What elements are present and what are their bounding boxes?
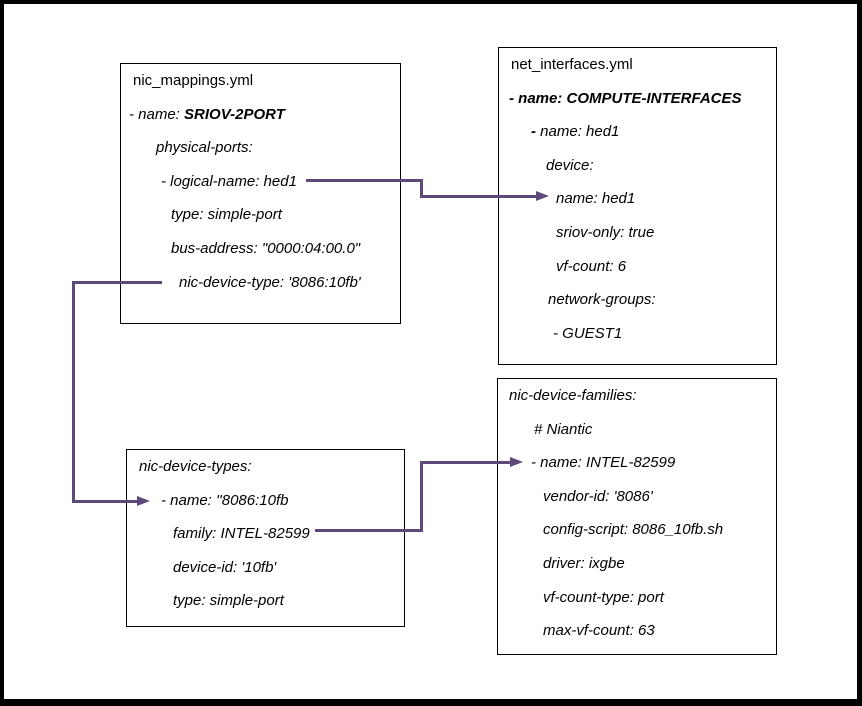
yaml-line: name: hed1 [499, 182, 776, 216]
nic-device-families-box: nic-device-families: # Niantic - name: INT… [497, 378, 777, 655]
yaml-line: - name: COMPUTE-INTERFACES [499, 82, 776, 116]
yaml-text: config-script: 8086_10fb.sh [543, 521, 724, 539]
yaml-line: - logical-name: hed1 [121, 165, 400, 199]
yaml-text: - name: ''8086:10fb [161, 491, 289, 509]
arrowhead-icon [137, 496, 150, 506]
yaml-line: device: [499, 149, 776, 183]
yaml-text: physical-ports: [156, 139, 253, 157]
yaml-line: type: simple-port [121, 198, 400, 232]
nic-device-types-box: nic-device-types: - name: ''8086:10fb fami… [126, 449, 405, 627]
yaml-line: physical-ports: [121, 131, 400, 165]
connector-segment [72, 281, 75, 503]
yaml-text: - name: [129, 105, 185, 123]
yaml-line: vf-count: 6 [499, 250, 776, 284]
yaml-line: nic_mappings.yml [121, 64, 400, 98]
yaml-text-bold: SRIOV-2PORT [184, 105, 285, 123]
yaml-line: config-script: 8086_10fb.sh [498, 513, 776, 547]
yaml-line: - GUEST1 [499, 317, 776, 351]
yaml-line: vf-count-type: port [498, 581, 776, 615]
connector-segment [420, 195, 536, 198]
yaml-line: family: INTEL-82599 [127, 517, 404, 551]
connector-segment [420, 461, 510, 464]
yaml-text: max-vf-count: 63 [543, 622, 655, 640]
yaml-line: sriov-only: true [499, 216, 776, 250]
yaml-text: vendor-id: '8086' [543, 487, 653, 505]
yaml-line: net_interfaces.yml [499, 48, 776, 82]
arrowhead-icon [536, 191, 549, 201]
yaml-text: vf-count: 6 [556, 257, 627, 275]
connector-segment [72, 500, 137, 503]
yaml-text: nic_mappings.yml [133, 72, 254, 89]
connector-segment [420, 179, 423, 198]
yaml-text: nic-device-types: [139, 458, 252, 475]
yaml-line: driver: ixgbe [498, 547, 776, 581]
yaml-text: nic-device-type: '8086:10fb' [179, 273, 361, 291]
yaml-text: vf-count-type: port [543, 588, 664, 606]
yaml-text: # Niantic [534, 420, 593, 438]
yaml-text: name: hed1 [556, 190, 636, 208]
yaml-text: device-id: '10fb' [173, 558, 277, 576]
yaml-line: - name: SRIOV-2PORT [121, 98, 400, 132]
connector-segment [420, 461, 423, 532]
yaml-text: net_interfaces.yml [511, 56, 633, 73]
connector-segment [315, 529, 423, 532]
yaml-line: network-groups: [499, 283, 776, 317]
yaml-text: device: [546, 156, 594, 174]
yaml-line: - name: INTEL-82599 [498, 446, 776, 480]
yaml-text-bold: - [531, 123, 541, 141]
yaml-text-bold: - name: COMPUTE-INTERFACES [509, 89, 742, 107]
yaml-line: nic-device-families: [498, 379, 776, 413]
yaml-line: - name: hed1 [499, 115, 776, 149]
yaml-line: nic-device-types: [127, 450, 404, 484]
net-interfaces-box: net_interfaces.yml - name: COMPUTE-INTERF… [498, 47, 777, 365]
yaml-text: bus-address: "0000:04:00.0" [171, 239, 361, 257]
yaml-line: vendor-id: '8086' [498, 480, 776, 514]
yaml-text: type: simple-port [171, 206, 282, 224]
connector-segment [306, 179, 423, 182]
yaml-text: nic-device-families: [509, 387, 637, 404]
yaml-line: nic-device-type: '8086:10fb' [121, 266, 400, 300]
yaml-line: bus-address: "0000:04:00.0" [121, 232, 400, 266]
yaml-text: - GUEST1 [553, 324, 623, 342]
yaml-line: max-vf-count: 63 [498, 614, 776, 648]
yaml-line: type: simple-port [127, 584, 404, 618]
yaml-text: type: simple-port [173, 592, 284, 610]
yaml-line: device-id: '10fb' [127, 551, 404, 585]
yaml-text: network-groups: [548, 291, 656, 309]
yaml-text: driver: ixgbe [543, 554, 625, 572]
yaml-text: - logical-name: hed1 [161, 172, 297, 190]
yaml-text: - name: INTEL-82599 [531, 454, 676, 472]
nic-mappings-box: nic_mappings.yml - name: SRIOV-2PORT physi… [120, 63, 401, 324]
yaml-line: # Niantic [498, 413, 776, 447]
yaml-text: name: hed1 [540, 123, 620, 141]
yaml-text: family: INTEL-82599 [173, 525, 310, 543]
arrowhead-icon [510, 457, 523, 467]
yaml-text: sriov-only: true [556, 223, 655, 241]
connector-segment [73, 281, 162, 284]
yaml-line: - name: ''8086:10fb [127, 484, 404, 518]
